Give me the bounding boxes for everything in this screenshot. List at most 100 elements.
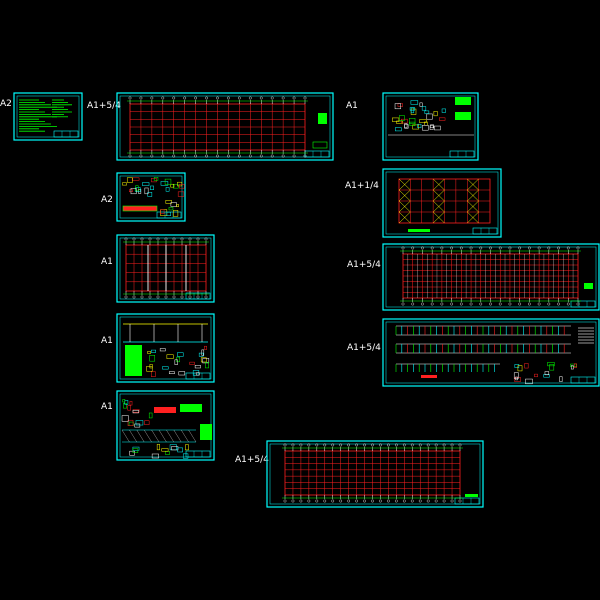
axis-bubble — [450, 246, 454, 250]
axis-bubble — [498, 246, 502, 250]
title-block — [53, 130, 79, 138]
axis-bubble — [459, 246, 463, 250]
axis-bubble — [518, 246, 522, 250]
detail-part — [392, 117, 400, 122]
axis-bubble — [204, 237, 208, 241]
axis-bubble — [347, 443, 351, 447]
detail-part — [419, 119, 427, 123]
detail-part — [124, 400, 129, 405]
axis-bubble — [303, 154, 307, 158]
sheet-border — [116, 234, 215, 303]
axis-bubble — [270, 96, 274, 100]
detail-part — [399, 115, 405, 121]
sheet-s2 — [116, 92, 334, 161]
axis-bubble — [180, 295, 184, 299]
axis-bubble — [339, 499, 343, 503]
axis-bubble — [237, 154, 241, 158]
axis-bubble — [440, 246, 444, 250]
axis-bubble — [132, 295, 136, 299]
detail-part — [394, 103, 401, 110]
detail-part — [151, 349, 156, 353]
detail-part — [547, 362, 555, 367]
axis-bubble — [469, 246, 473, 250]
inner-border — [269, 443, 481, 505]
title-block — [449, 150, 475, 158]
truss-diagonal — [166, 429, 174, 443]
axis-bubble — [183, 154, 187, 158]
axis-bubble — [347, 499, 351, 503]
sheet-s9 — [382, 243, 600, 311]
axis-bubble — [402, 499, 406, 503]
axis-bubble — [172, 96, 176, 100]
detail-part — [195, 372, 200, 376]
sheet-label-s9: A1+5/4 — [347, 260, 381, 270]
truss-diagonal — [173, 429, 182, 443]
inner-border — [16, 95, 80, 138]
axis-bubble — [283, 443, 287, 447]
sheet-label-s3: A2 — [101, 195, 113, 205]
axis-bubble — [194, 154, 198, 158]
axis-bubble — [315, 443, 319, 447]
sheet-label-s8: A1+1/4 — [345, 181, 379, 191]
detail-part — [421, 106, 427, 111]
axis-bubble — [518, 302, 522, 306]
detail-part — [162, 366, 169, 370]
axis-bubble — [259, 154, 263, 158]
detail-part — [166, 354, 174, 359]
legend-fill — [584, 283, 593, 289]
detail-part — [534, 373, 538, 378]
detail-part — [131, 177, 140, 181]
detail-part — [160, 181, 169, 186]
axis-bubble — [204, 295, 208, 299]
detail-part — [409, 118, 416, 124]
axis-bubble — [281, 96, 285, 100]
axis-bubble — [172, 295, 176, 299]
beam-elevation — [154, 407, 176, 413]
detail-part — [189, 361, 195, 365]
axis-bubble — [434, 443, 438, 447]
detail-part — [409, 107, 416, 111]
detail-part — [127, 405, 131, 411]
inner-border — [385, 95, 476, 158]
sheet-border — [382, 243, 600, 311]
detail-part — [205, 361, 209, 369]
detail-part — [549, 364, 555, 371]
sheet-s8 — [382, 168, 502, 238]
axis-bubble — [307, 499, 311, 503]
axis-bubble — [547, 302, 551, 306]
axis-bubble — [227, 154, 230, 158]
axis-bubble — [547, 246, 551, 250]
detail-part — [160, 209, 165, 214]
axis-bubble — [150, 96, 154, 100]
detail-part — [176, 204, 179, 207]
axis-bubble — [387, 443, 390, 447]
sheet-label-s10: A1+5/4 — [347, 343, 381, 353]
axis-bubble — [557, 246, 560, 250]
detail-part — [122, 182, 127, 186]
axis-bubble — [216, 96, 219, 100]
bracing — [467, 200, 479, 213]
detail-part — [173, 184, 179, 189]
sheet-label-s5: A1 — [101, 336, 113, 346]
detail-part — [433, 111, 438, 117]
legend-fill — [180, 404, 202, 412]
sheet-s6 — [116, 390, 215, 461]
section-fill — [125, 345, 142, 376]
detail-part — [153, 177, 159, 181]
detail-part — [129, 401, 133, 406]
axis-bubble — [479, 302, 483, 306]
axis-bubble — [363, 499, 366, 503]
detail-part — [525, 378, 533, 385]
detail-part — [148, 412, 153, 419]
detail-part — [544, 371, 550, 376]
bracing — [467, 178, 479, 191]
axis-bubble — [339, 443, 343, 447]
axis-bubble — [440, 302, 444, 306]
sheet-s3 — [116, 172, 186, 222]
axis-bubble — [430, 302, 434, 306]
axis-bubble — [188, 295, 192, 299]
axis-bubble — [291, 443, 295, 447]
axis-bubble — [291, 499, 295, 503]
detail-part — [135, 420, 144, 426]
